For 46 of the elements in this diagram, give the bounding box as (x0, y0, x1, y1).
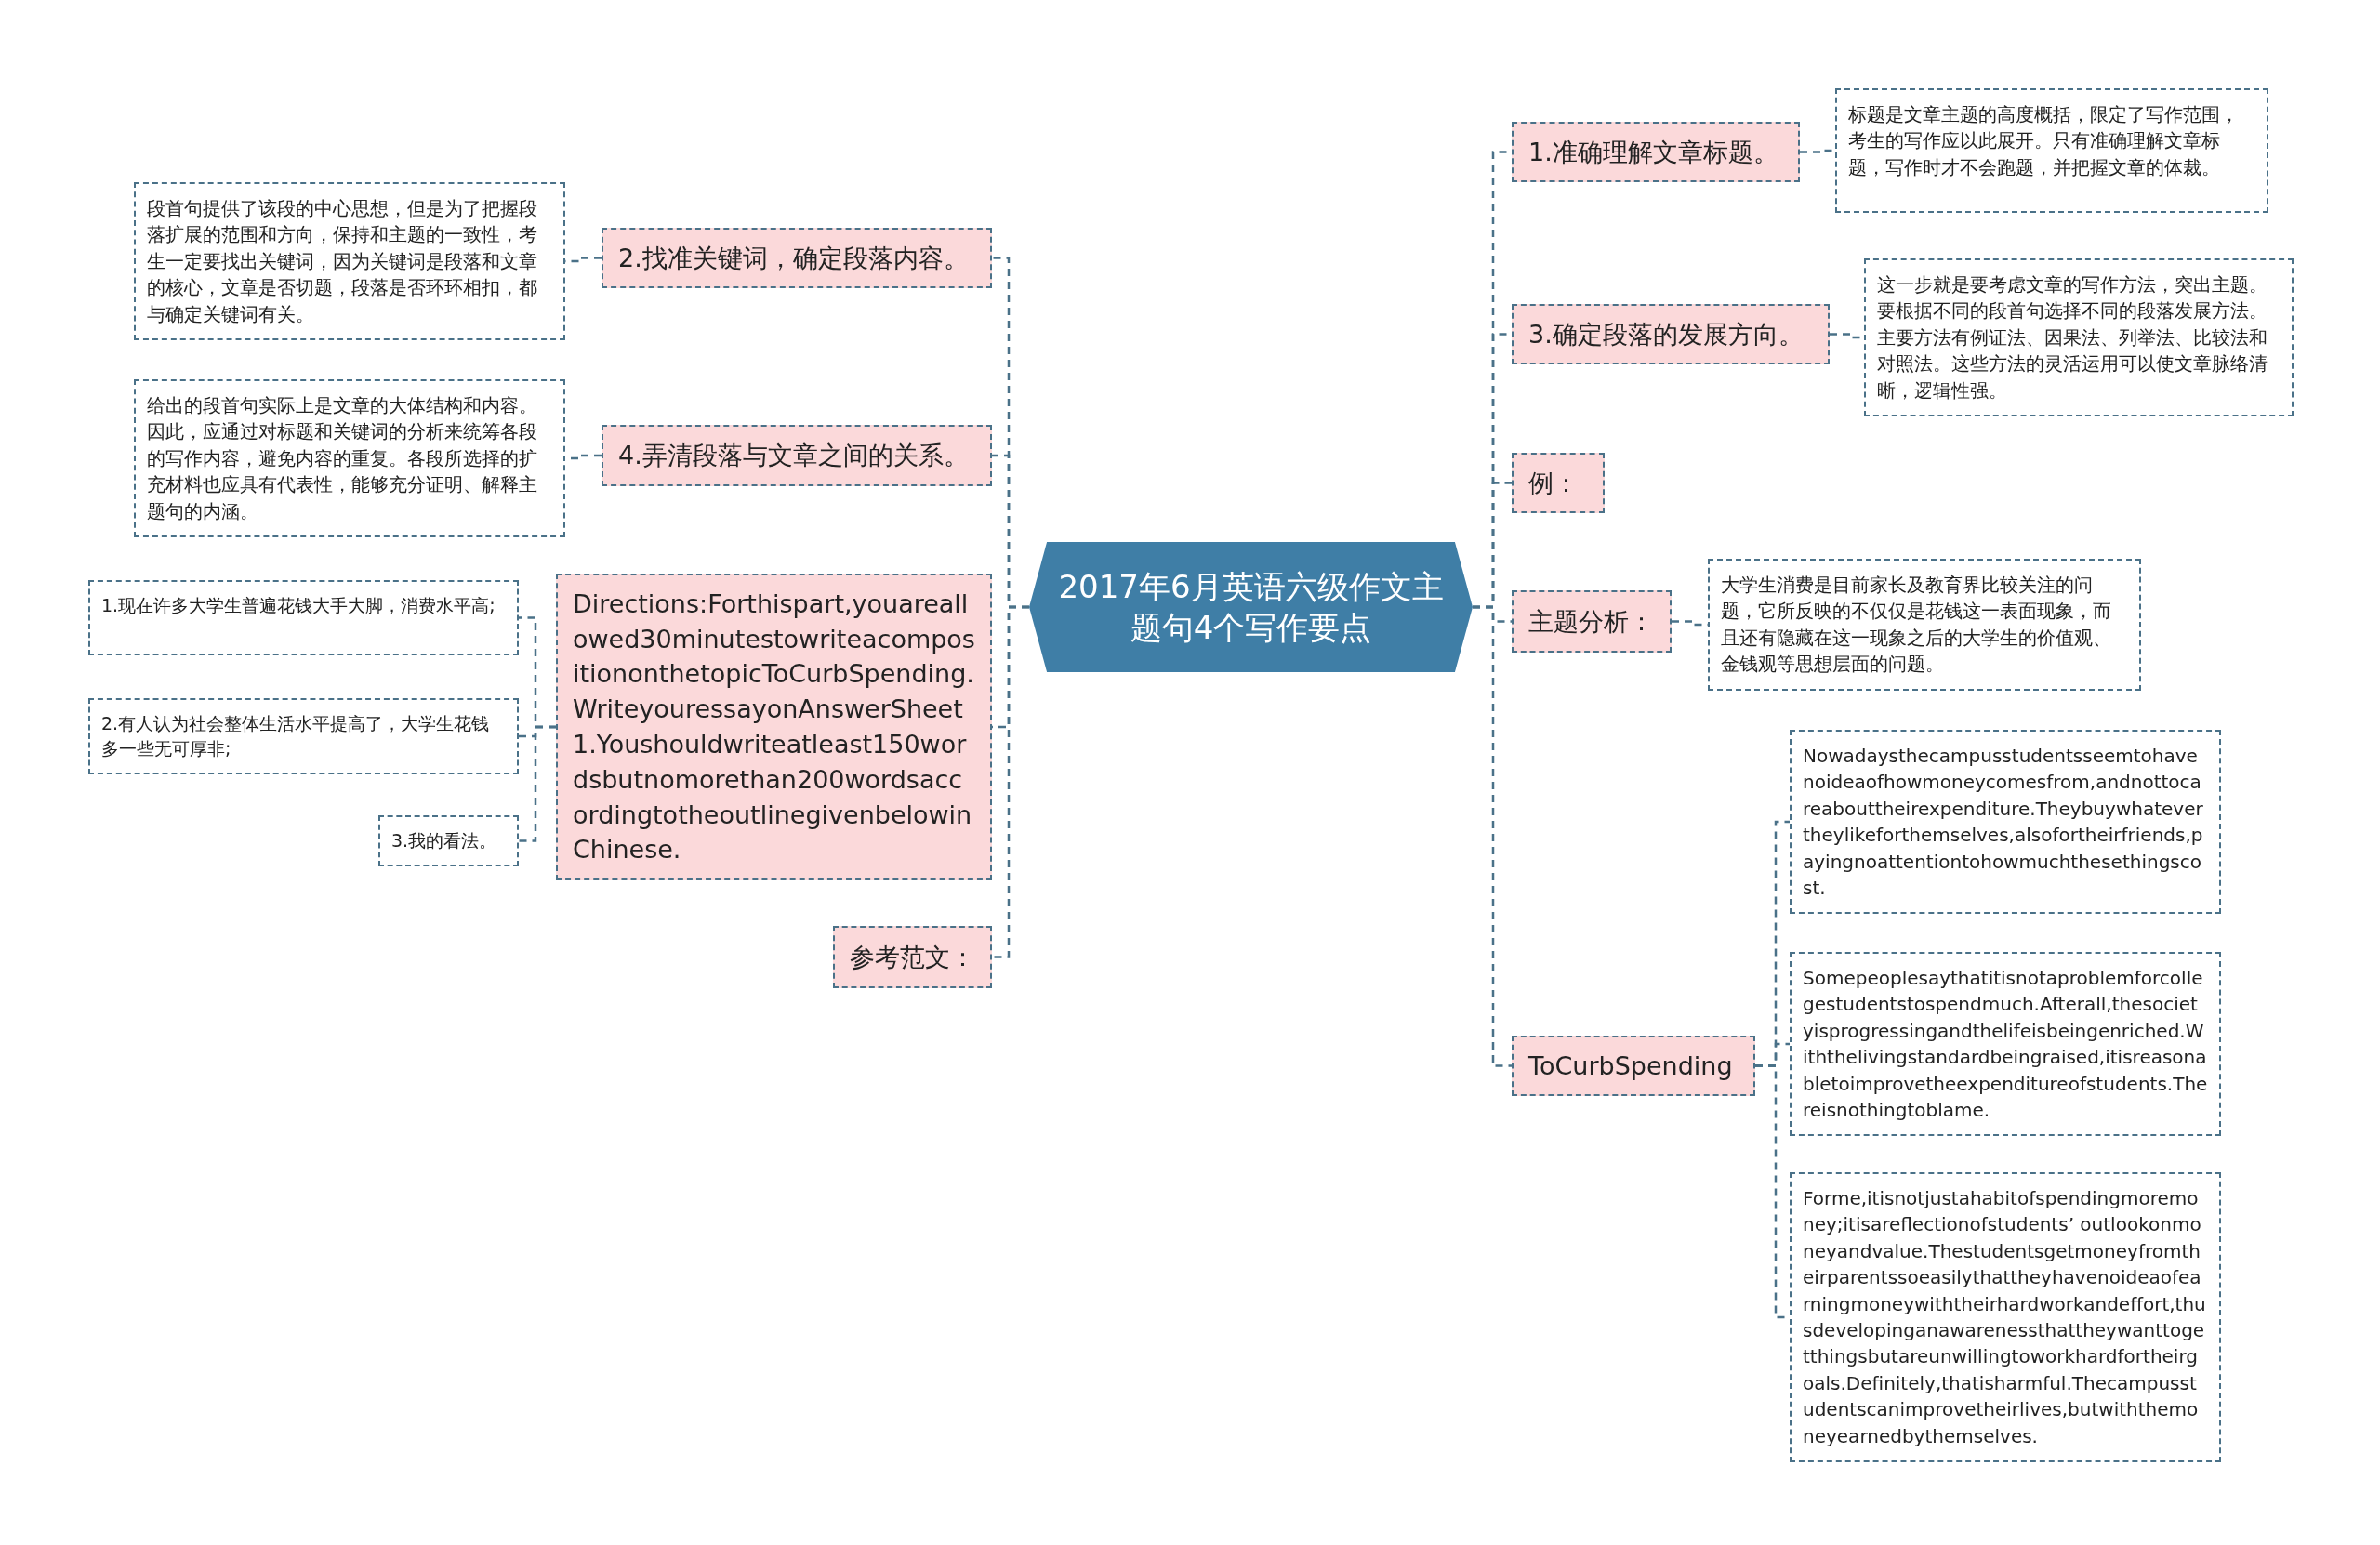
node-text: 2.有人认为社会整体生活水平提高了，大学生花钱多一些无可厚非; (101, 713, 490, 759)
branch-box (1512, 304, 1830, 364)
node-text: Nowadaysthecampusstudentsseemtohavenoideaofhowmoneycomesfrom,andnottocareabouttheirexpenditure.Theybuywhatevertheylikeforthemselves,alsofortheirfriends,payingnoattentiontohowmuchthesethingscost. (1803, 745, 2203, 899)
node-text: 给出的段首句实际上是文章的大体结构和内容。因此，应通过对标题和关键词的分析来统筹各段的写作内容，避免内容的重复。各段所选择的扩充材料也应具有代表性，能够充分证明、解释主题句的内涵。 (147, 394, 537, 522)
branch-box (833, 926, 992, 988)
node-text: 3.确定段落的发展方向。 (1528, 318, 1804, 350)
connector-line (1800, 149, 1835, 153)
note-box (134, 182, 565, 340)
branch-box (1512, 1036, 1755, 1096)
node-text: Somepeoplesaythatitisnotaproblemforcollegestudentstospendmuch.Afterall,thesocietyisprogressingandthelifeisbeingenriched.Withthelivingstandardbeingraised,itisreasonabletoimprovetheexpenditureofstudents.Thereisnothingtoblame. (1803, 967, 2208, 1121)
note-box (1708, 559, 2141, 691)
node-text: 1.现在许多大学生普遍花钱大手大脚，消费水平高; (101, 595, 496, 615)
branch-box (1512, 453, 1605, 513)
node-text: Forme,itisnotjustahabitofspendingmoremoney;itisareflectionofstudents’ outlookonmoneyandvalue.Thestudentsgetmoneyfromtheirparentssoeasilythattheyhavenoideaofearningmoneywiththeirhardworkandeffort,thusdevelopinganawarenessthattheywanttogetthingsbutareunwillingtoworkhardfortheirgoals.Definitely,thatisharmful.Thecampusstudentscanimprovetheirlives,butwiththemoneyearnedbythemselves. (1803, 1187, 2206, 1447)
central-topic-hexagon (1029, 542, 1473, 672)
connector-line (519, 725, 556, 842)
branch-box (1512, 122, 1800, 182)
branch-box (602, 228, 992, 288)
note-box (88, 698, 519, 774)
node-text: Directions:Forthispart,youareallowed30minutestowriteacompositiononthetopicToCurbSpending.WriteyouressayonAnswerSheet1.Youshouldwriteatleast150wordsbutnomorethan200wordsaccordingtotheoutlinegivenbelowinChinese. (573, 588, 975, 866)
node-text: 这一步就是要考虑文章的写作方法，突出主题。要根据不同的段首句选择不同的段落发展方法。主要方法有例证法、因果法、列举法、比较法和对照法。这些方法的灵活运用可以使文章脉络清晰，逻辑性强。 (1877, 273, 2268, 402)
node-text: ToCurbSpending (1528, 1050, 1733, 1082)
note-box (378, 815, 519, 866)
branch-box (1512, 590, 1672, 653)
branch-box (602, 425, 992, 486)
note-box (1790, 730, 2221, 915)
connector-line (992, 605, 1029, 958)
node-text: 大学生消费是目前家长及教育界比较关注的问题，它所反映的不仅仅是花钱这一表面现象，而且还有隐藏在这一现象之后的大学生的价值观、金钱观等思想层面的问题。 (1721, 574, 2111, 676)
note-box (1790, 952, 2221, 1137)
topic-title: 2017年6月英语六级作文主题句4个写作要点 (1057, 566, 1445, 648)
note-box (1864, 258, 2294, 416)
node-text: 主题分析： (1528, 605, 1654, 638)
node-text: 段首句提供了该段的中心思想，但是为了把握段落扩展的范围和方向，保持和主题的一致性，考生一定要找出关键词，因为关键词是段落和文章的核心，文章是否切题，段落是否环环相扣，都与确定关键词有关。 (147, 197, 537, 325)
node-text: 3.我的看法。 (391, 830, 497, 851)
node-text: 例： (1528, 467, 1579, 499)
note-box (1790, 1172, 2221, 1462)
node-text: 2.找准关键词，确定段落内容。 (618, 242, 969, 274)
note-box (1835, 88, 2268, 213)
node-text: 标题是文章主题的高度概括，限定了写作范围，考生的写作应以此展开。只有准确理解文章标题，写作时才不会跑题，并把握文章的体裁。 (1848, 103, 2239, 178)
node-text: 参考范文： (850, 941, 975, 973)
note-box (134, 379, 565, 537)
branch-box (556, 574, 992, 880)
note-box (88, 580, 519, 655)
node-text: 4.弄清段落与文章之间的关系。 (618, 440, 969, 472)
node-text: 1.准确理解文章标题。 (1528, 136, 1778, 168)
connector-line (1473, 605, 1512, 1067)
